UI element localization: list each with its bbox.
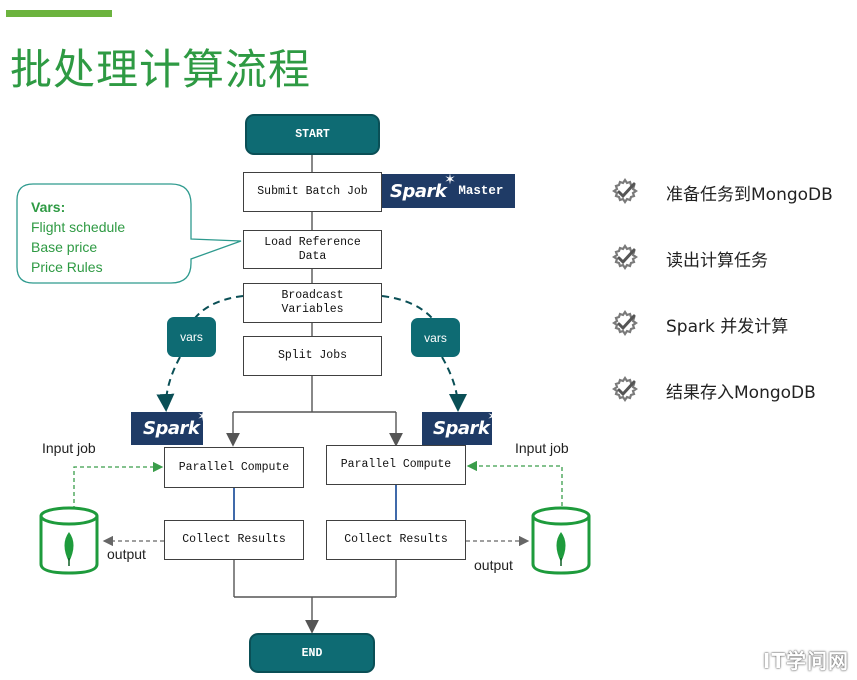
step-label: Spark 并发计算 bbox=[666, 316, 789, 337]
parallel-compute-right: Parallel Compute bbox=[326, 445, 466, 485]
gear-check-icon bbox=[612, 376, 638, 402]
parallel-compute-left: Parallel Compute bbox=[164, 447, 304, 488]
load-reference-data-step: Load Reference Data bbox=[243, 230, 382, 269]
broadcast-variables-step: Broadcast Variables bbox=[243, 283, 382, 323]
gear-check-icon bbox=[612, 244, 638, 270]
vars-badge-left: vars bbox=[167, 317, 216, 357]
step-item: 读出计算任务 bbox=[610, 236, 833, 280]
vars-item: Base price bbox=[31, 239, 98, 255]
spark-badge-right: Spark✶ bbox=[422, 409, 499, 445]
step-item: Spark 并发计算 bbox=[610, 302, 833, 346]
input-job-label-right: Input job bbox=[515, 440, 569, 456]
spark-master-label: Master bbox=[458, 184, 504, 198]
mongodb-database-icon bbox=[531, 506, 591, 575]
spark-logo-icon: Spark✶ bbox=[390, 171, 456, 202]
output-label-left: output bbox=[107, 546, 146, 562]
step-label: 读出计算任务 bbox=[666, 250, 768, 271]
step-item: 结果存入MongoDB bbox=[610, 368, 833, 412]
collect-results-left: Collect Results bbox=[164, 520, 304, 560]
page-title: 批处理计算流程 bbox=[10, 45, 312, 94]
spark-logo-icon: Spark✶ bbox=[433, 409, 499, 439]
spark-master-badge: Spark✶ Master bbox=[382, 171, 515, 208]
input-job-label-left: Input job bbox=[42, 440, 96, 456]
vars-item: Flight schedule bbox=[31, 219, 126, 235]
steps-list: 准备任务到MongoDB 读出计算任务 Spark 并发计算 结果存入Mongo… bbox=[610, 170, 833, 412]
spark-logo-icon: Spark✶ bbox=[143, 409, 209, 439]
collect-results-right: Collect Results bbox=[326, 520, 466, 560]
submit-batch-job-step: Submit Batch Job bbox=[243, 172, 382, 212]
gear-check-icon bbox=[612, 178, 638, 204]
step-label: 准备任务到MongoDB bbox=[666, 184, 833, 205]
vars-item: Price Rules bbox=[31, 259, 103, 275]
vars-heading: Vars: bbox=[31, 199, 66, 215]
step-label: 结果存入MongoDB bbox=[666, 382, 816, 403]
vars-badge-right: vars bbox=[411, 318, 460, 357]
mongodb-database-icon bbox=[39, 506, 99, 575]
title-accent-bar bbox=[6, 10, 112, 17]
end-node: END bbox=[249, 633, 375, 673]
split-jobs-step: Split Jobs bbox=[243, 336, 382, 376]
vars-callout: Vars: Flight schedule Base price Price R… bbox=[31, 197, 171, 277]
vars-callout-bubble bbox=[16, 183, 242, 284]
start-node: START bbox=[245, 114, 380, 155]
gear-check-icon bbox=[612, 310, 638, 336]
output-label-right: output bbox=[474, 557, 513, 573]
spark-badge-left: Spark✶ bbox=[131, 409, 209, 445]
step-item: 准备任务到MongoDB bbox=[610, 170, 833, 214]
watermark: IT学问网 bbox=[762, 649, 849, 673]
